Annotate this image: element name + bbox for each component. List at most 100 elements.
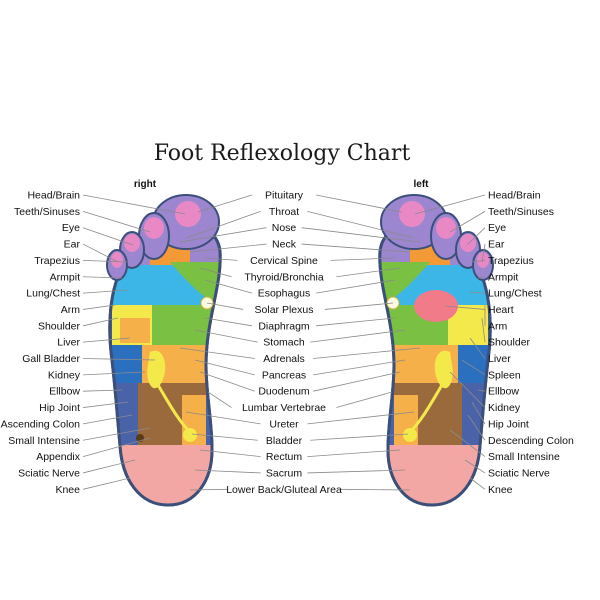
label-right-hip-joint: Hip Joint (488, 418, 529, 430)
label-center-sacrum: Sacrum (266, 467, 302, 479)
leader-line (336, 391, 393, 408)
leader-line (189, 488, 229, 491)
leader-line (194, 329, 258, 343)
label-right-eye: Eye (488, 222, 506, 234)
leader-line (82, 194, 186, 215)
labels-left-column: Head/BrainTeeth/SinusesEyeEarTrapeziusAr… (1, 190, 81, 496)
label-center-cervical-spine: Cervical Spine (250, 255, 318, 267)
leader-line (466, 227, 486, 246)
label-right-armpit: Armpit (488, 271, 518, 283)
leader-line (481, 243, 486, 263)
label-right-sciatic-nerve: Sciatic Nerve (488, 467, 550, 479)
leader-line (307, 449, 401, 457)
label-left-small-intensine: Small Intensine (8, 435, 80, 447)
label-left-eye: Eye (62, 222, 80, 234)
label-center-pituitary: Pituitary (265, 190, 304, 202)
label-center-throat: Throat (269, 206, 299, 218)
leader-line (477, 276, 486, 279)
label-right-trapezius: Trapezius (488, 255, 534, 267)
label-right-lung-chest: Lung/Chest (488, 288, 542, 300)
label-left-hip-joint: Hip Joint (39, 402, 80, 414)
leader-line (82, 317, 119, 327)
leader-line (179, 227, 267, 243)
leader-line (82, 304, 116, 310)
leader-line (471, 260, 486, 263)
leader-line (469, 337, 486, 359)
leader-line (204, 257, 238, 261)
leader-line (82, 243, 119, 263)
leader-line (324, 302, 394, 310)
label-center-pancreas: Pancreas (262, 369, 306, 381)
leader-line (313, 347, 421, 359)
leader-line (313, 371, 401, 392)
leader-line (206, 302, 244, 310)
heart-zone (414, 290, 458, 322)
leader-line (82, 414, 133, 425)
leader-line (307, 469, 406, 474)
leader-line (82, 276, 123, 279)
label-left-teeth-sinuses: Teeth/Sinuses (14, 206, 80, 218)
label-left-lung-chest: Lung/Chest (26, 288, 80, 300)
label-center-lumbar-vertebrae: Lumbar Vertebrae (242, 402, 326, 414)
leader-line (469, 477, 486, 490)
leader-line (82, 437, 151, 457)
label-left-knee: Knee (55, 484, 80, 496)
leader-line (82, 210, 151, 233)
leader-line (191, 433, 258, 441)
leader-line (471, 401, 486, 425)
label-center-stomach: Stomach (263, 337, 305, 349)
label-center-neck: Neck (272, 239, 297, 251)
leader-line (481, 317, 486, 343)
leader-line (82, 459, 136, 474)
leader-line (477, 389, 486, 392)
label-left-head-brain: Head/Brain (27, 190, 80, 202)
leader-line (336, 267, 401, 278)
leader-line (82, 337, 131, 343)
label-right-shoulder: Shoulder (488, 337, 531, 349)
leader-line (194, 359, 255, 376)
leader-line (467, 414, 486, 441)
leader-line (82, 427, 151, 441)
leader-line (199, 371, 255, 392)
leader-line (316, 317, 396, 327)
label-right-descending-colon: Descending Colon (488, 435, 574, 447)
leader-line (189, 243, 267, 253)
leader-line (82, 371, 146, 376)
label-left-armpit: Armpit (50, 271, 80, 283)
label-center-solar-plexus: Solar Plexus (255, 304, 314, 316)
label-center-adrenals: Adrenals (263, 353, 304, 365)
leader-line (307, 210, 415, 239)
leader-line (310, 329, 406, 343)
label-right-ellbow: Ellbow (488, 386, 519, 398)
label-left-trapezius: Trapezius (34, 255, 80, 267)
leader-line (330, 257, 396, 261)
label-center-bladder: Bladder (266, 435, 303, 447)
leader-line (449, 371, 486, 408)
label-center-esophagus: Esophagus (258, 288, 311, 300)
leader-line (339, 488, 411, 491)
leader-line (464, 459, 486, 474)
label-left-shoulder: Shoulder (38, 320, 81, 332)
label-left-sciatic-nerve: Sciatic Nerve (18, 467, 80, 479)
label-left-kidney: Kidney (48, 369, 81, 381)
label-left-ascending-colon: Ascending Colon (1, 418, 81, 430)
label-left-gall-bladder: Gall Bladder (22, 353, 80, 365)
label-left-appendix: Appendix (36, 451, 81, 463)
leader-line (204, 279, 253, 294)
label-center-nose: Nose (272, 222, 297, 234)
leader-line (204, 317, 252, 327)
label-right-teeth-sinuses: Teeth/Sinuses (488, 206, 554, 218)
label-center-duodenum: Duodenum (258, 386, 310, 398)
label-left-arm: Arm (61, 304, 81, 316)
leader-line (197, 194, 253, 213)
leader-line (82, 389, 123, 392)
leader-line (316, 279, 396, 294)
label-right-spleen: Spleen (488, 369, 521, 381)
label-right-small-intensine: Small Intensine (488, 451, 560, 463)
right-foot (106, 194, 222, 507)
leader-line (301, 243, 411, 253)
leader-line (449, 429, 486, 457)
label-left-ear: Ear (64, 239, 81, 251)
